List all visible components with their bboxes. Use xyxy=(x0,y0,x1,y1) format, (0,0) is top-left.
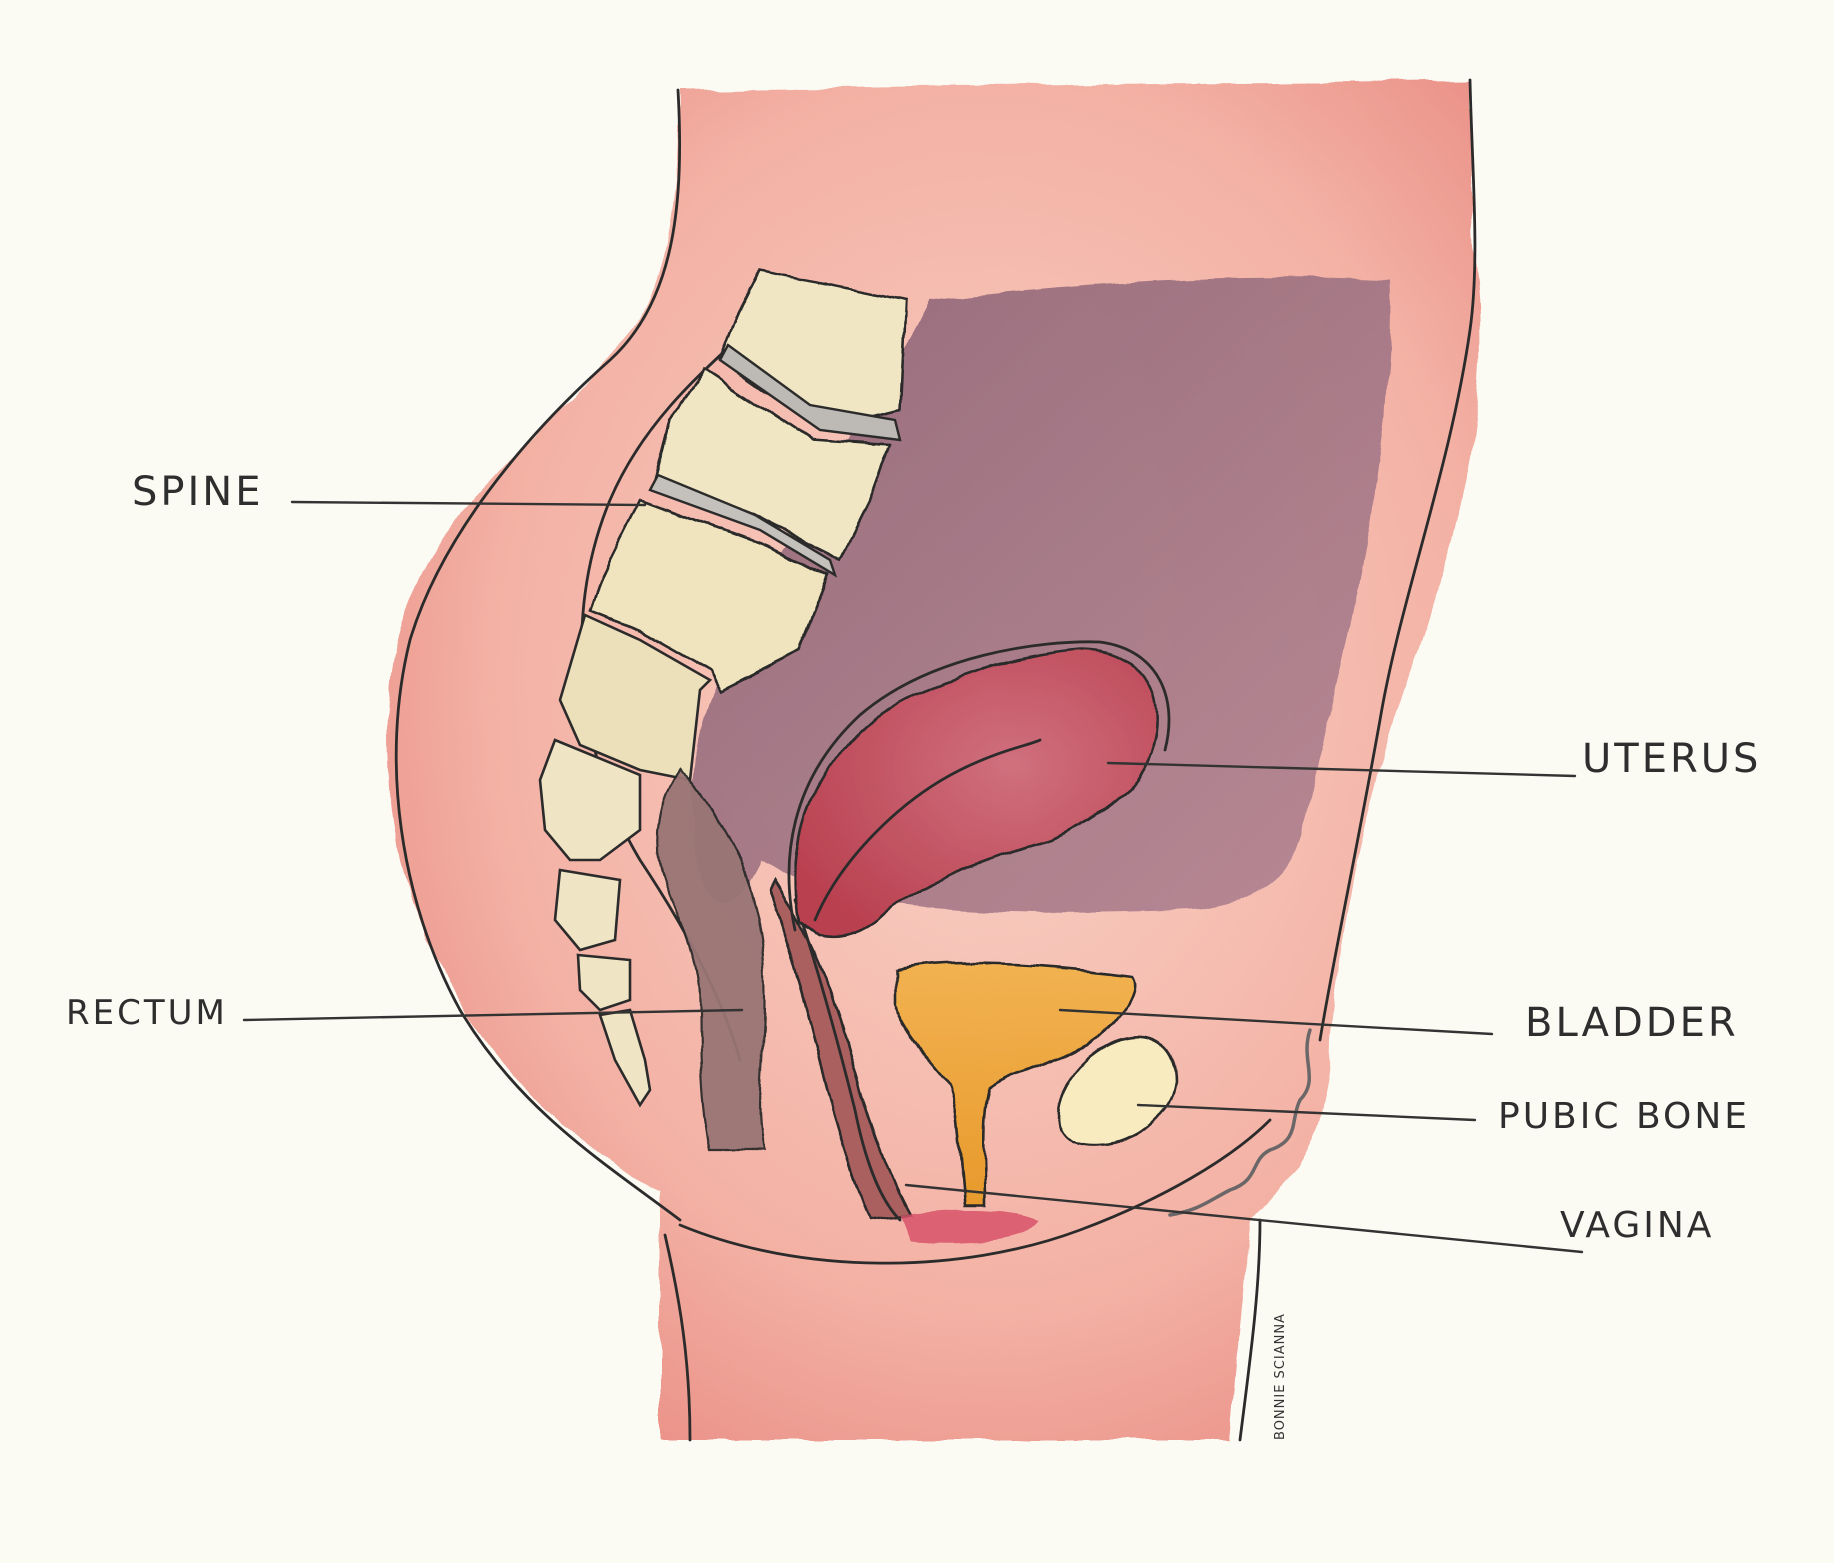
vagina-leader xyxy=(904,1183,1584,1254)
uterus-leader xyxy=(1106,761,1577,778)
bladder-leader xyxy=(1058,1008,1494,1036)
buttock-contour xyxy=(663,1233,692,1442)
front-contour xyxy=(1318,78,1477,1042)
uterus-outline xyxy=(787,640,1171,932)
bladder xyxy=(893,961,1134,1207)
uterine-cavity xyxy=(813,738,1042,922)
sacrum-segment xyxy=(538,738,642,862)
perineum xyxy=(900,1210,1040,1242)
vertebra xyxy=(653,368,892,562)
spine-leader xyxy=(290,500,647,507)
label-uterus: UTERUS xyxy=(1582,736,1761,782)
label-vagina: VAGINA xyxy=(1560,1205,1714,1246)
label-bladder: BLADDER xyxy=(1525,1000,1739,1046)
artist-signature: BONNIE SCIANNA xyxy=(1273,1313,1288,1440)
label-pubic-bone: PUBIC BONE xyxy=(1498,1096,1750,1137)
uterus xyxy=(795,648,1159,939)
perineum-contour xyxy=(678,1118,1272,1265)
disc xyxy=(718,343,902,442)
vaginal-canal xyxy=(793,898,902,1222)
label-spine: SPINE xyxy=(132,469,264,515)
coccyx xyxy=(553,868,622,952)
inner-thigh-contour xyxy=(1238,1218,1262,1442)
back-contour xyxy=(394,88,682,1222)
pubic-bone-leader xyxy=(1136,1103,1477,1122)
rectum-leader xyxy=(242,1008,744,1022)
disc xyxy=(648,473,838,578)
spine xyxy=(538,268,907,1108)
pubic-bone xyxy=(1056,1036,1177,1148)
coccyx xyxy=(576,953,632,1012)
label-rectum: RECTUM xyxy=(66,993,228,1033)
rectum xyxy=(656,768,767,1152)
leader-lines xyxy=(242,500,1584,1254)
pubic-hair xyxy=(1168,1028,1312,1217)
coccyx-tip xyxy=(598,1008,652,1108)
sacrum xyxy=(588,498,832,692)
